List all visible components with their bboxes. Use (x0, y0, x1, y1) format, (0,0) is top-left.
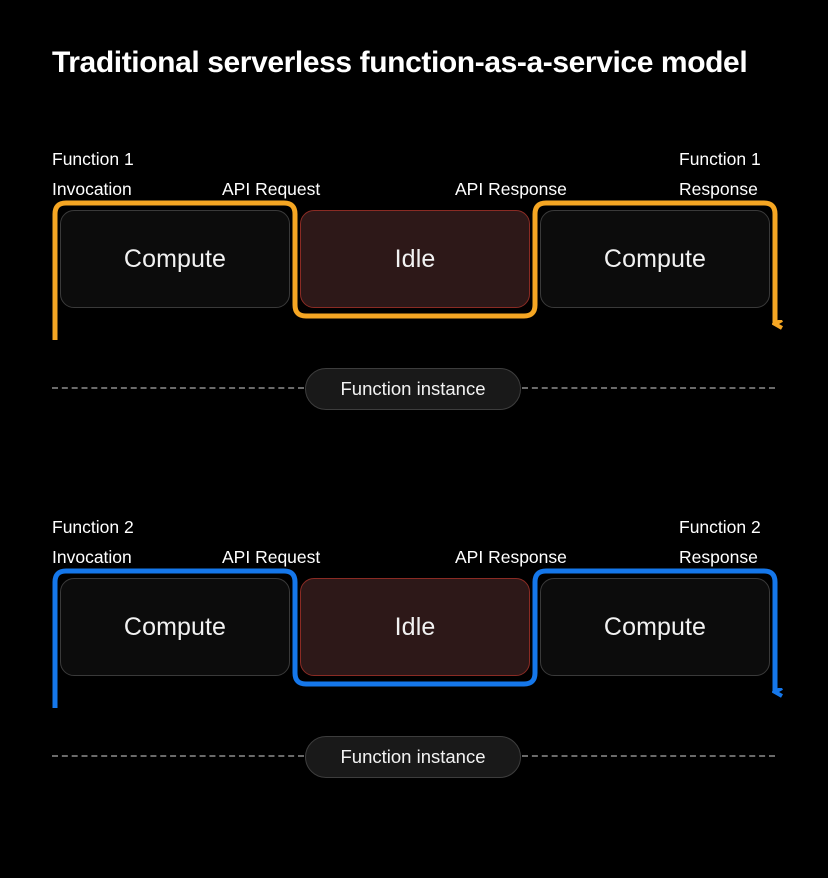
instance-row-function-2: Function instance (0, 728, 828, 784)
label-line-1: Function 1 (679, 149, 761, 169)
label-api-request-1: API Request (222, 179, 321, 199)
timeline-function-1: Compute Idle Compute (0, 200, 828, 360)
label-function-2-response: Function 2 Response (679, 512, 761, 572)
node-group-function-1: Compute Idle Compute (0, 200, 828, 360)
instance-dash-left (52, 387, 304, 389)
label-line-1: Function 1 (52, 149, 134, 169)
label-line-1: Function 2 (679, 517, 761, 537)
node-compute-1b[interactable]: Compute (540, 210, 770, 308)
function-instance-badge-2: Function instance (305, 736, 521, 778)
label-function-2-invocation: Function 2 Invocation (52, 512, 134, 572)
section-function-2: Function 2 Invocation API Request API Re… (0, 508, 828, 784)
timeline-function-2: Compute Idle Compute (0, 568, 828, 728)
label-function-1-response: Function 1 Response (679, 144, 761, 204)
label-row-function-1: Function 1 Invocation API Request API Re… (0, 140, 828, 200)
label-line-2: Response (679, 179, 758, 199)
instance-row-function-1: Function instance (0, 360, 828, 416)
label-line-2: Invocation (52, 547, 132, 567)
function-instance-badge-1: Function instance (305, 368, 521, 410)
node-compute-1a[interactable]: Compute (60, 210, 290, 308)
section-function-1: Function 1 Invocation API Request API Re… (0, 140, 828, 416)
execution-trace-line-blue (52, 568, 828, 708)
page-title: Traditional serverless function-as-a-ser… (52, 46, 748, 79)
node-idle-2[interactable]: Idle (300, 578, 530, 676)
label-line-1: Function 2 (52, 517, 134, 537)
node-group-function-2: Compute Idle Compute (0, 568, 828, 728)
label-api-response-2: API Response (455, 547, 567, 567)
label-api-response-1: API Response (455, 179, 567, 199)
node-compute-2a[interactable]: Compute (60, 578, 290, 676)
instance-dash-left (52, 755, 304, 757)
label-line-2: Response (679, 547, 758, 567)
instance-dash-right (522, 387, 775, 389)
node-idle-1[interactable]: Idle (300, 210, 530, 308)
label-row-function-2: Function 2 Invocation API Request API Re… (0, 508, 828, 568)
label-function-1-invocation: Function 1 Invocation (52, 144, 134, 204)
label-api-request-2: API Request (222, 547, 321, 567)
instance-dash-right (522, 755, 775, 757)
label-line-2: Invocation (52, 179, 132, 199)
node-compute-2b[interactable]: Compute (540, 578, 770, 676)
execution-trace-line-orange (52, 200, 828, 340)
